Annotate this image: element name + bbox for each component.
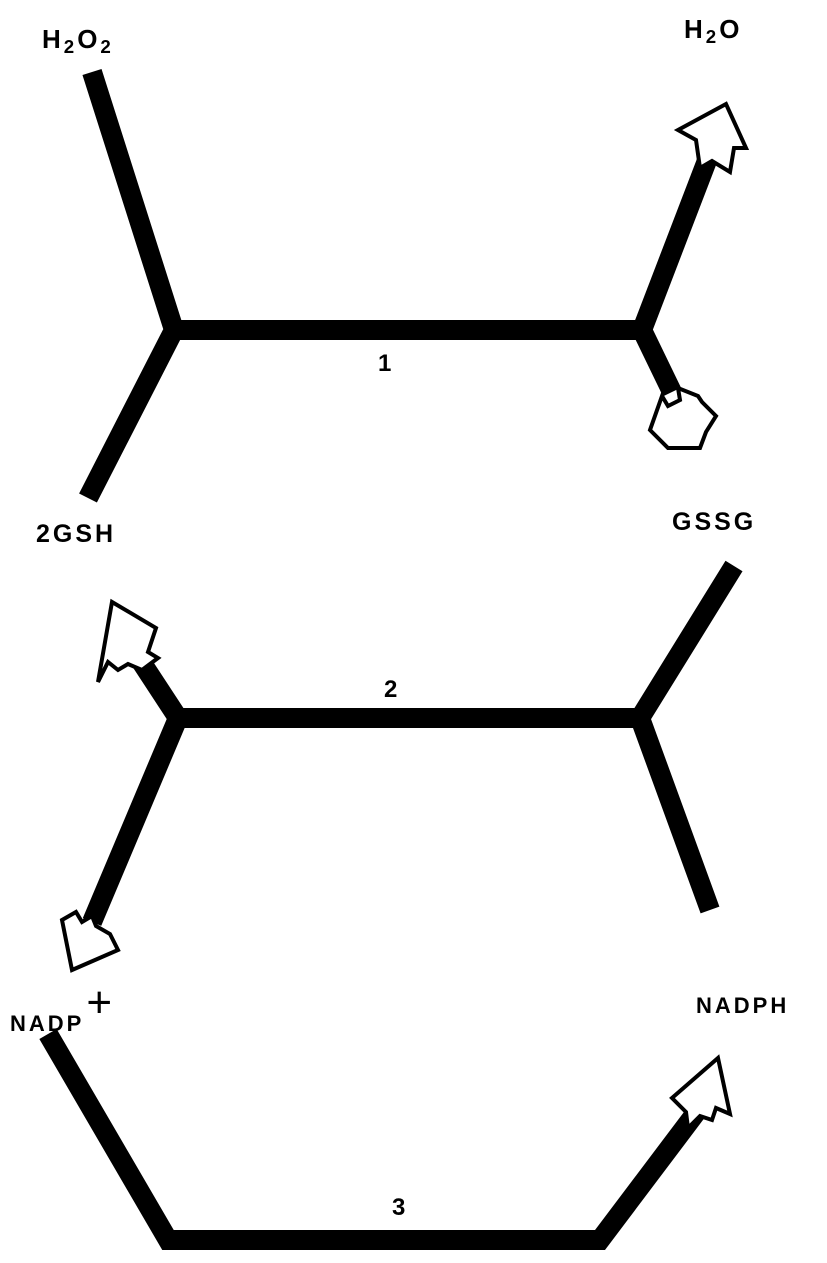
reaction-2-arrowhead-gsh-icon xyxy=(96,598,162,683)
reaction-2-arrowhead-nadp-icon xyxy=(59,909,121,973)
reaction-number-3: 3 xyxy=(392,1194,406,1221)
reaction-3 xyxy=(39,1028,706,1250)
nadp-charge: + xyxy=(86,978,113,1027)
label-h2o: H2O xyxy=(684,14,743,48)
reaction-1-product-line-gssg xyxy=(632,325,682,397)
reaction-1-h2o2-line xyxy=(79,68,185,503)
reaction-3-arrowhead-nadph-icon xyxy=(669,1054,733,1133)
reaction-1 xyxy=(79,68,718,503)
label-h2o2: H2O2 xyxy=(42,24,114,58)
label-2gsh: 2GSH xyxy=(36,520,117,548)
reaction-2-product-line-gsh xyxy=(131,654,187,724)
label-gssg: GSSG xyxy=(672,508,757,536)
reaction-number-2: 2 xyxy=(384,676,398,703)
reaction-1-arrowhead-gssg-icon xyxy=(647,384,719,450)
reaction-3-line xyxy=(39,1028,706,1250)
reaction-number-1: 1 xyxy=(378,350,392,377)
label-nadph: NADPH xyxy=(696,993,790,1018)
reaction-2 xyxy=(82,560,743,926)
label-nadp: NADP+ xyxy=(10,978,113,1036)
reaction-1-arrowhead-h2o-icon xyxy=(673,101,750,176)
reaction-2-gssg-line xyxy=(628,560,743,914)
reaction-2-product-line-nadp xyxy=(82,714,188,926)
reaction-1-product-line-h2o xyxy=(632,154,718,334)
